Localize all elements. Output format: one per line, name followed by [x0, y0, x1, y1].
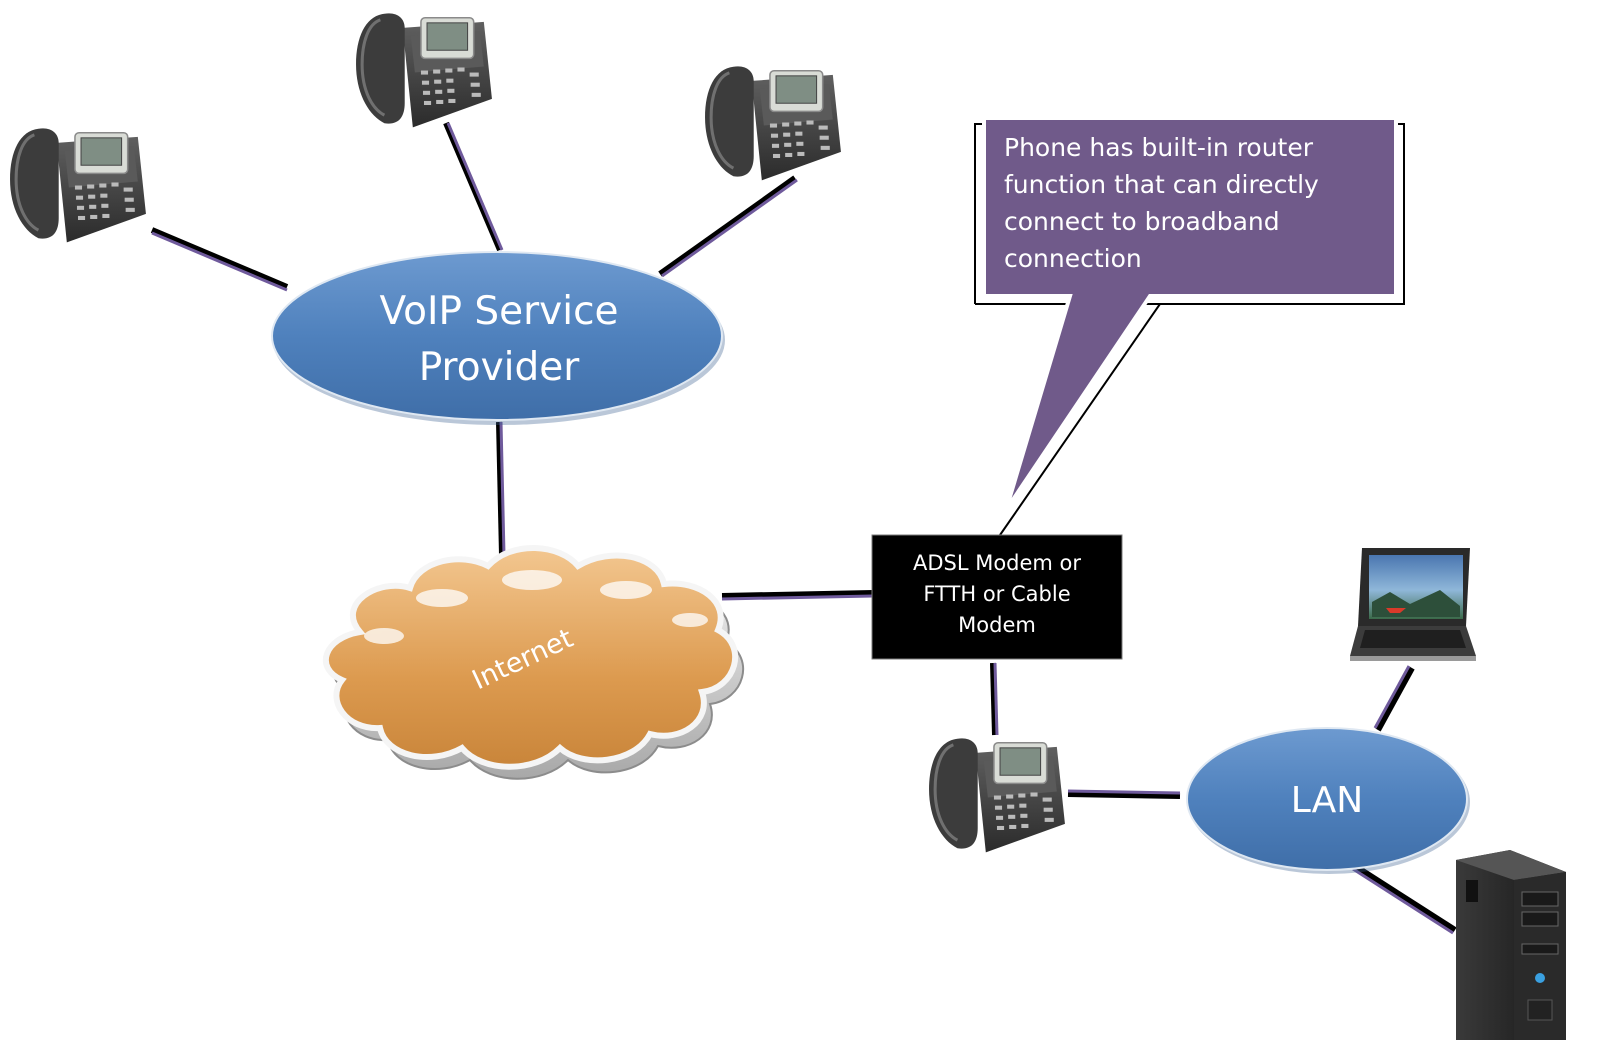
modem-label-line3: Modem	[958, 613, 1036, 637]
router-callout: Phone has built-in router function that …	[974, 116, 1405, 536]
modem-label-line1: ADSL Modem or	[913, 551, 1081, 575]
voip-label-line2: Provider	[419, 345, 581, 390]
internet-cloud: Internet	[322, 545, 745, 780]
voip-service-provider-node: VoIP Service Provider	[271, 251, 725, 425]
link-phone2-voip	[443, 121, 504, 252]
lan-node: LAN	[1186, 727, 1470, 874]
callout-line-1: Phone has built-in router	[1004, 133, 1314, 162]
laptop-icon	[1350, 548, 1476, 661]
modem-node: ADSL Modem or FTTH or Cable Modem	[871, 534, 1123, 660]
link-phone-lan	[1067, 789, 1181, 799]
link-lan-desktop	[1352, 863, 1457, 935]
link-phone3-voip	[658, 175, 798, 278]
link-voip-internet	[496, 421, 506, 556]
callout-line-3: connect to broadband	[1004, 207, 1280, 236]
callout-line-2: function that can directly	[1004, 170, 1319, 199]
connector-lines	[150, 121, 1457, 935]
modem-label-line2: FTTH or Cable	[923, 582, 1070, 606]
link-internet-modem	[721, 590, 874, 601]
lan-label: LAN	[1291, 780, 1363, 821]
callout-line-4: connection	[1004, 244, 1142, 273]
link-lan-laptop	[1373, 665, 1415, 732]
ip-desk-phone-icon	[703, 64, 843, 182]
ip-desk-phone-icon	[8, 126, 148, 244]
ip-desk-phone-icon	[927, 736, 1067, 854]
link-phone1-voip	[150, 227, 289, 292]
voip-label-line1: VoIP Service	[379, 289, 618, 334]
link-modem-phone	[990, 662, 999, 736]
desktop-tower-icon	[1456, 850, 1566, 1040]
ip-desk-phone-icon	[354, 11, 494, 129]
